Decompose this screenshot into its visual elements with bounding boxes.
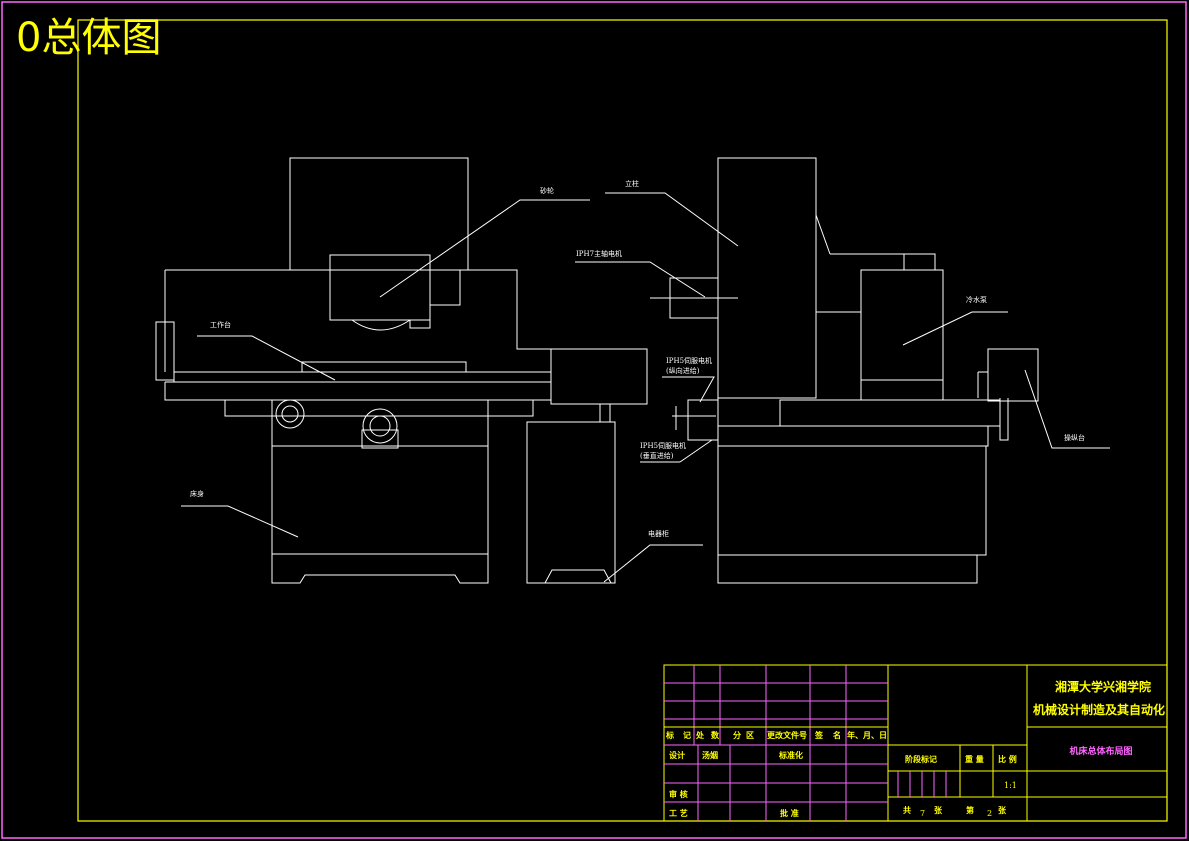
column-base [717, 445, 987, 556]
hdr-zone-2: 区 [746, 730, 754, 740]
leader-column [605, 192, 739, 247]
scale-value: 1:1 [1004, 781, 1017, 790]
hdr-mark-1: 标 [665, 730, 674, 740]
callout-servo-vertical-note: (垂直进给) [640, 451, 674, 460]
hdr-count-1: 处 [695, 730, 705, 740]
wheel-arc [351, 319, 411, 331]
hdr-change-doc: 更改文件号 [767, 730, 807, 740]
label-design: 设计 [669, 750, 685, 760]
total-suffix: 张 [934, 805, 943, 815]
hdr-count-2: 数 [711, 730, 720, 740]
label-review: 审 核 [669, 789, 688, 799]
leader-grinding-wheel [379, 199, 590, 298]
machine-column [717, 157, 817, 399]
label-scale: 比 例 [998, 754, 1017, 764]
handwheel-left [275, 399, 305, 429]
leader-spindle-motor [575, 261, 706, 298]
leader-control [1024, 369, 1110, 449]
leader-column-right [815, 214, 831, 255]
callout-column: 立柱 [625, 179, 639, 188]
drawing-name: 机床总体布局图 [1069, 745, 1132, 757]
machine-drawing [155, 157, 1110, 584]
leader-worktable [197, 335, 336, 381]
wheel-head-upper [289, 157, 469, 271]
servo-box [550, 348, 648, 405]
hdr-sign-1: 签 [814, 730, 824, 740]
hdr-sign-2: 名 [833, 730, 841, 740]
callout-servo-longitudinal: IPH5伺服电机 [666, 356, 712, 365]
hdr-zone-1: 分 [733, 730, 741, 740]
school-name-line1: 湘潭大学兴湘学院 [1055, 679, 1151, 694]
callout-spindle-motor: IPH7主轴电机 [576, 249, 622, 258]
total-sheets: 7 [920, 809, 925, 818]
bed-foot [271, 554, 489, 584]
wheel-head-body [164, 158, 551, 372]
designer-name: 汤姻 [702, 750, 718, 760]
callout-bed: 床身 [190, 489, 204, 498]
callout-control-panel: 操纵台 [1064, 433, 1085, 442]
hdr-mark-2: 记 [683, 730, 691, 740]
table-left-stop [155, 321, 175, 381]
label-standardization: 标准化 [778, 750, 803, 760]
callout-servo-vertical: IPH5伺服电机 [640, 441, 686, 450]
label-stage-mark: 阶段标记 [905, 754, 937, 764]
school-name-line2: 机械设计制造及其自动化 [1033, 702, 1165, 717]
handwheel-right [362, 408, 398, 444]
bed-upper [271, 399, 489, 447]
spindle-motor [650, 277, 738, 319]
total-prefix: 共 [903, 805, 911, 815]
title-block-grid [663, 664, 1167, 822]
hdr-date: 年、月、日 [847, 730, 887, 740]
wheel-bracket [409, 270, 461, 329]
drawing-heading: 0总体图 [16, 15, 162, 61]
sheet-suffix: 张 [998, 805, 1007, 815]
table-top [173, 371, 552, 383]
sheet-prefix: 第 [966, 805, 974, 815]
electrical-cabinet [526, 421, 616, 584]
leader-bed [181, 505, 299, 538]
inner-frame [77, 19, 1168, 822]
callout-grinding-wheel: 砂轮 [540, 186, 554, 195]
callout-electrical-cabinet: 电器柜 [648, 529, 669, 538]
saddle [224, 399, 534, 417]
table-slot [301, 361, 467, 373]
leader-cabinet [603, 544, 703, 583]
control-panel [987, 348, 1039, 402]
leader-servo-2 [640, 439, 713, 463]
leader-servo-1 [662, 376, 715, 403]
wheel-guard [329, 254, 431, 321]
label-weight: 重 量 [965, 754, 984, 764]
coolant-tank [860, 269, 944, 401]
sheet-number: 2 [987, 809, 992, 818]
label-process: 工 艺 [669, 808, 688, 818]
label-approve: 批 准 [780, 808, 799, 818]
bed-body [271, 445, 489, 555]
slide-top [779, 399, 1001, 427]
leader-coolant [902, 311, 1008, 346]
callout-servo-longitudinal-note: (纵向进给) [666, 366, 700, 375]
callout-coolant: 冷水泵 [966, 295, 987, 304]
table-base [164, 381, 551, 401]
cross-slide [717, 425, 989, 447]
callout-worktable: 工作台 [210, 320, 231, 329]
